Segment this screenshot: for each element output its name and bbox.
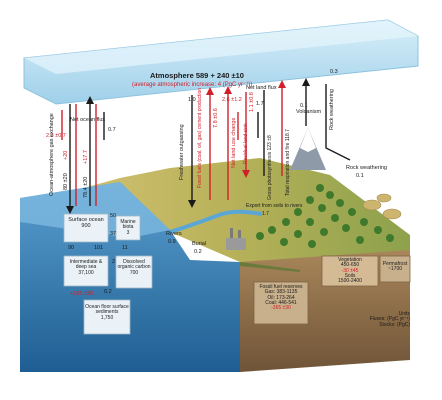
- up-101-value: 101: [94, 245, 104, 251]
- river: [169, 209, 263, 234]
- rock-weathering-label: Rock weathering: [346, 165, 387, 171]
- ocean-net-black-value: 0.7: [108, 127, 116, 133]
- rivers-value: 0.9: [168, 239, 176, 245]
- ocean-floor-box: Ocean floor surface sediments 1,750: [84, 304, 130, 321]
- units-fluxes: Fluxes: (PgC yr⁻¹): [369, 316, 410, 323]
- fossil-value: 7.8 ±0.6: [213, 108, 219, 128]
- export-soils-label: Export from soils to rivers: [246, 203, 303, 209]
- permafrost-value: ~1700: [387, 266, 403, 273]
- ocean-floor-label: Ocean floor surface sediments: [85, 304, 129, 316]
- ocean-boxes: [63, 213, 153, 335]
- ocean-down-red-value: +17.7: [83, 150, 89, 164]
- surface-ocean-box: Surface ocean 900: [64, 217, 108, 230]
- vegetation-label: Vegetation: [338, 257, 362, 263]
- forest: [256, 184, 394, 248]
- fossil-fuels-label: Fossil fuels (coal, oil, gas) cement pro…: [197, 87, 203, 188]
- intermediate-label: Intermediate & deep sea: [69, 259, 103, 271]
- land-use-value: 1.1 ±0.8: [249, 92, 255, 112]
- oil-value: Oil: 173-264: [267, 294, 295, 301]
- units-title: Units: [398, 311, 410, 317]
- vegetation-red-value: -30 ±45: [341, 267, 359, 274]
- permafrost-label: Permafrost: [382, 261, 408, 267]
- sediment-flux-value: 0.2: [104, 289, 112, 295]
- surface-ocean-label: Surface ocean: [68, 217, 104, 223]
- flux-arrows: [61, 84, 351, 206]
- fossil-red-value: -365 ±30: [271, 305, 291, 311]
- burial-value: 0.2: [194, 249, 202, 255]
- export-value: 1.7: [262, 211, 269, 217]
- ocean-exchange-label: Ocean-atmosphere gas exchange: [49, 113, 55, 196]
- land-use-label: Net land use change: [231, 117, 237, 168]
- fossil-reserves-box: Fossil fuel reserves Gas: 383-1135 Oil: …: [254, 284, 308, 311]
- intermediate-box: Intermediate & deep sea 37,100: [64, 259, 108, 276]
- biota-return-value: 37: [110, 231, 117, 237]
- land-net-black-value: 1.7: [256, 101, 264, 107]
- total-respiration-label: Total respiration and fire 118.7: [285, 129, 291, 196]
- rivers-label: Rivers: [166, 231, 182, 237]
- vegetation-value: 450-650: [340, 262, 360, 269]
- down-90-value: 90: [68, 245, 75, 251]
- residual-land-sink-label: Residual land sink: [243, 123, 249, 164]
- atmosphere-slab: [23, 19, 419, 105]
- land-boxes: [253, 255, 411, 325]
- residual-value: 2.6 ±1.2: [222, 97, 242, 103]
- atmosphere-title: Atmosphere 589 + 240 ±10: [150, 71, 244, 80]
- gas-value: Gas: 383-1135: [264, 289, 298, 296]
- to-doc-value: 11: [122, 245, 128, 251]
- surface-to-biota-value: 50: [110, 213, 117, 219]
- dissolved-organic-value: 700: [129, 269, 139, 276]
- freshwater-value: 1.0: [188, 97, 196, 103]
- units-stocks: Stocks: (PgC): [379, 321, 410, 328]
- net-ocean-flux-label: Net ocean flux: [70, 117, 106, 123]
- ocean-up-value: 80 ±20: [63, 173, 69, 190]
- volcanism-value: 0.1: [300, 103, 308, 109]
- rock-weathering-value: 0.1: [356, 173, 364, 179]
- soils-value: 1500-2400: [338, 278, 362, 284]
- marine-biota-label: Marine biota: [120, 219, 136, 231]
- ocean-floor-value: 1,750: [100, 314, 114, 321]
- fossil-reserves-label: Fossil fuel reserves: [259, 284, 303, 290]
- net-land-flux-label: Net land flux: [246, 85, 277, 91]
- freshwater-outgassing-label: Freshwater outgassing: [179, 124, 185, 180]
- intermediate-red: +155 ±30: [70, 291, 94, 297]
- coal-value: Coal: 446-541: [265, 299, 297, 306]
- arrow-heads: [66, 78, 310, 214]
- factory: [226, 228, 246, 250]
- marine-biota-value: 3: [126, 229, 130, 236]
- intermediate-value: 37,100: [78, 269, 94, 276]
- ocean-up-red-value: +20: [63, 150, 69, 160]
- volcano: [290, 128, 326, 170]
- vegetation-box: Vegetation 450-650 -30 ±45 Soils 1500-24…: [322, 257, 378, 284]
- ocean-net-red-value: 2.3 ±0.7: [46, 133, 66, 139]
- surface-ocean-value: 900: [81, 222, 91, 229]
- gross-photosynthesis-label: Gross photosynthesis 123 ±8: [267, 135, 273, 200]
- permafrost-box: Permafrost ~1700: [380, 261, 410, 273]
- dissolved-organic-box: Dissolved organic carbon 700: [116, 259, 152, 276]
- dissolved-organic-label: Dissolved organic carbon: [117, 259, 151, 271]
- rock-weathering-flux-label: Rock weathering: [329, 89, 335, 130]
- volcanism-label: Volcanism: [296, 109, 322, 115]
- burial-label: Burial: [192, 241, 207, 247]
- marine-biota-box: Marine biota 3: [116, 219, 140, 236]
- fields: [362, 193, 402, 220]
- units-legend: Units Fluxes: (PgC yr⁻¹) Stocks: (PgC): [356, 311, 410, 328]
- ocean-down-value: 78.4 ±20: [83, 176, 89, 198]
- doc-flux-value: 2: [112, 259, 116, 265]
- atmosphere-subtitle: (average atmospheric increase: 4 (PgC yr…: [132, 82, 253, 88]
- rock-weathering-flux-value: 0.3: [330, 69, 338, 75]
- soils-label: Soils: [344, 272, 356, 279]
